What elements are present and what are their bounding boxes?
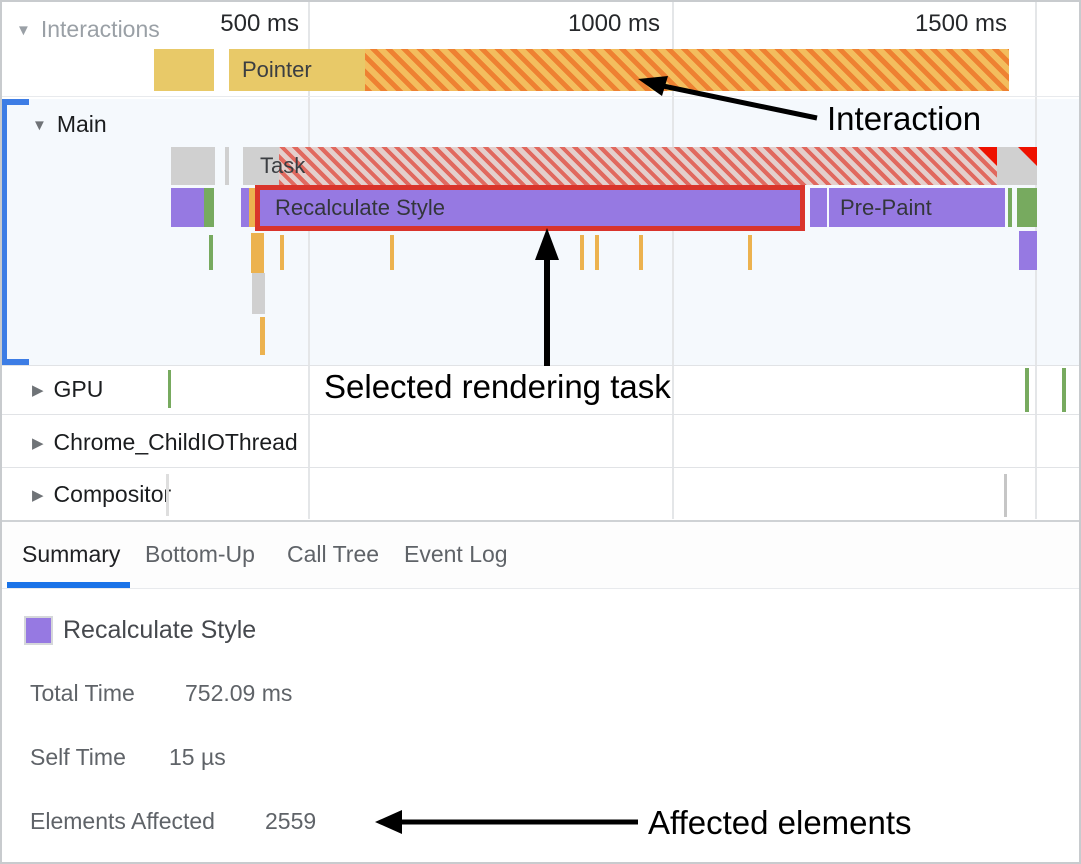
style-bar-after-selection[interactable] — [810, 188, 827, 227]
track-header-child-io[interactable]: ▶ Chrome_ChildIOThread — [32, 429, 298, 456]
track-header-gpu[interactable]: ▶ GPU — [32, 376, 103, 403]
script-tick — [748, 235, 752, 270]
script-block[interactable] — [251, 233, 264, 273]
long-task-warning-icon — [978, 147, 997, 166]
track-label-compositor: Compositor — [53, 481, 172, 507]
compositor-activity-tick — [166, 474, 169, 516]
summary-row-value: 15 µs — [169, 744, 226, 770]
long-task-bar[interactable]: Task — [243, 147, 1037, 185]
track-header-compositor[interactable]: ▶ Compositor — [32, 481, 171, 508]
task-bar-small[interactable] — [171, 147, 215, 185]
tab-bottom-up[interactable]: Bottom-Up — [145, 541, 255, 567]
script-tick — [390, 235, 394, 270]
recalc-style-bar-small[interactable] — [171, 188, 204, 227]
script-tick — [580, 235, 584, 270]
paint-sliver-bar[interactable] — [1008, 188, 1012, 227]
gpu-activity-tick — [1062, 368, 1066, 412]
task-bar-sliver[interactable] — [225, 147, 229, 185]
annotation-affected-elements: Affected elements — [648, 804, 912, 841]
annotation-selected-task: Selected rendering task — [324, 368, 671, 405]
interaction-event-bar[interactable] — [154, 49, 214, 91]
pointer-bar-label: Pointer — [242, 57, 312, 82]
chevron-down-icon: ▼ — [32, 117, 47, 134]
task-child-block[interactable] — [252, 273, 265, 314]
pointer-interaction-bar[interactable]: Pointer — [229, 49, 1009, 91]
script-tick — [280, 235, 284, 270]
track-header-interactions[interactable]: ▼ Interactions — [16, 16, 160, 43]
track-label-gpu: GPU — [53, 376, 104, 402]
summary-row-label: Elements Affected — [30, 808, 215, 834]
long-task-hatch — [279, 147, 997, 185]
chevron-right-icon: ▶ — [32, 382, 44, 399]
task-tail-warning-icon — [1018, 147, 1037, 166]
gpu-activity-tick — [168, 370, 171, 408]
main-track-bracket-bottom — [2, 359, 29, 365]
selected-tab-underline — [7, 582, 130, 588]
gpu-activity-tick — [1025, 368, 1029, 412]
pre-paint-label: Pre-Paint — [840, 195, 932, 220]
summary-row-value: 752.09 ms — [185, 680, 293, 706]
gridline-500ms — [308, 2, 310, 519]
ruler-tick-1000ms: 1000 ms — [567, 10, 660, 37]
track-label-main: Main — [56, 111, 107, 137]
main-track-bracket-top — [2, 99, 29, 105]
summary-title: Recalculate Style — [63, 616, 257, 644]
tab-summary[interactable]: Summary — [22, 541, 121, 567]
style-sliver-bar[interactable] — [241, 188, 249, 227]
track-header-main[interactable]: ▼ Main — [32, 111, 107, 138]
summary-row-label: Self Time — [30, 744, 126, 770]
track-label-child-io: Chrome_ChildIOThread — [53, 429, 298, 455]
annotation-interaction: Interaction — [827, 100, 982, 137]
paint-tick — [209, 235, 213, 270]
track-label-interactions: Interactions — [40, 16, 160, 42]
main-track-highlight — [2, 99, 1079, 365]
script-tick — [260, 317, 265, 355]
pre-paint-bar[interactable]: Pre-Paint — [829, 188, 1005, 227]
paint-bar-small[interactable] — [204, 188, 214, 227]
gridline-1000ms — [672, 2, 674, 519]
script-tick — [595, 235, 599, 270]
tab-call-tree[interactable]: Call Tree — [287, 541, 380, 567]
ruler-tick-500ms: 500 ms — [220, 10, 299, 37]
recalculate-style-selected-bar[interactable]: Recalculate Style — [255, 185, 805, 231]
compositor-activity-tick — [1004, 474, 1007, 517]
tab-event-log[interactable]: Event Log — [404, 541, 508, 567]
script-tick — [639, 235, 643, 270]
summary-row-label: Total Time — [30, 680, 135, 706]
main-track-bracket — [2, 99, 7, 365]
chevron-right-icon: ▶ — [32, 435, 44, 452]
task-bar-label: Task — [260, 153, 306, 178]
paint-bar-right[interactable] — [1017, 188, 1037, 227]
recalculate-style-label: Recalculate Style — [275, 195, 445, 220]
summary-row-value: 2559 — [265, 808, 317, 834]
layerize-block[interactable] — [1019, 231, 1037, 270]
chevron-down-icon: ▼ — [16, 22, 31, 39]
script-sliver-bar[interactable] — [249, 188, 255, 227]
ruler-tick-1500ms: 1500 ms — [914, 10, 1007, 37]
details-tab-bar — [2, 522, 1079, 588]
pointer-pending-hatch — [365, 49, 1009, 91]
event-color-swatch — [24, 616, 53, 645]
chevron-right-icon: ▶ — [32, 487, 44, 504]
